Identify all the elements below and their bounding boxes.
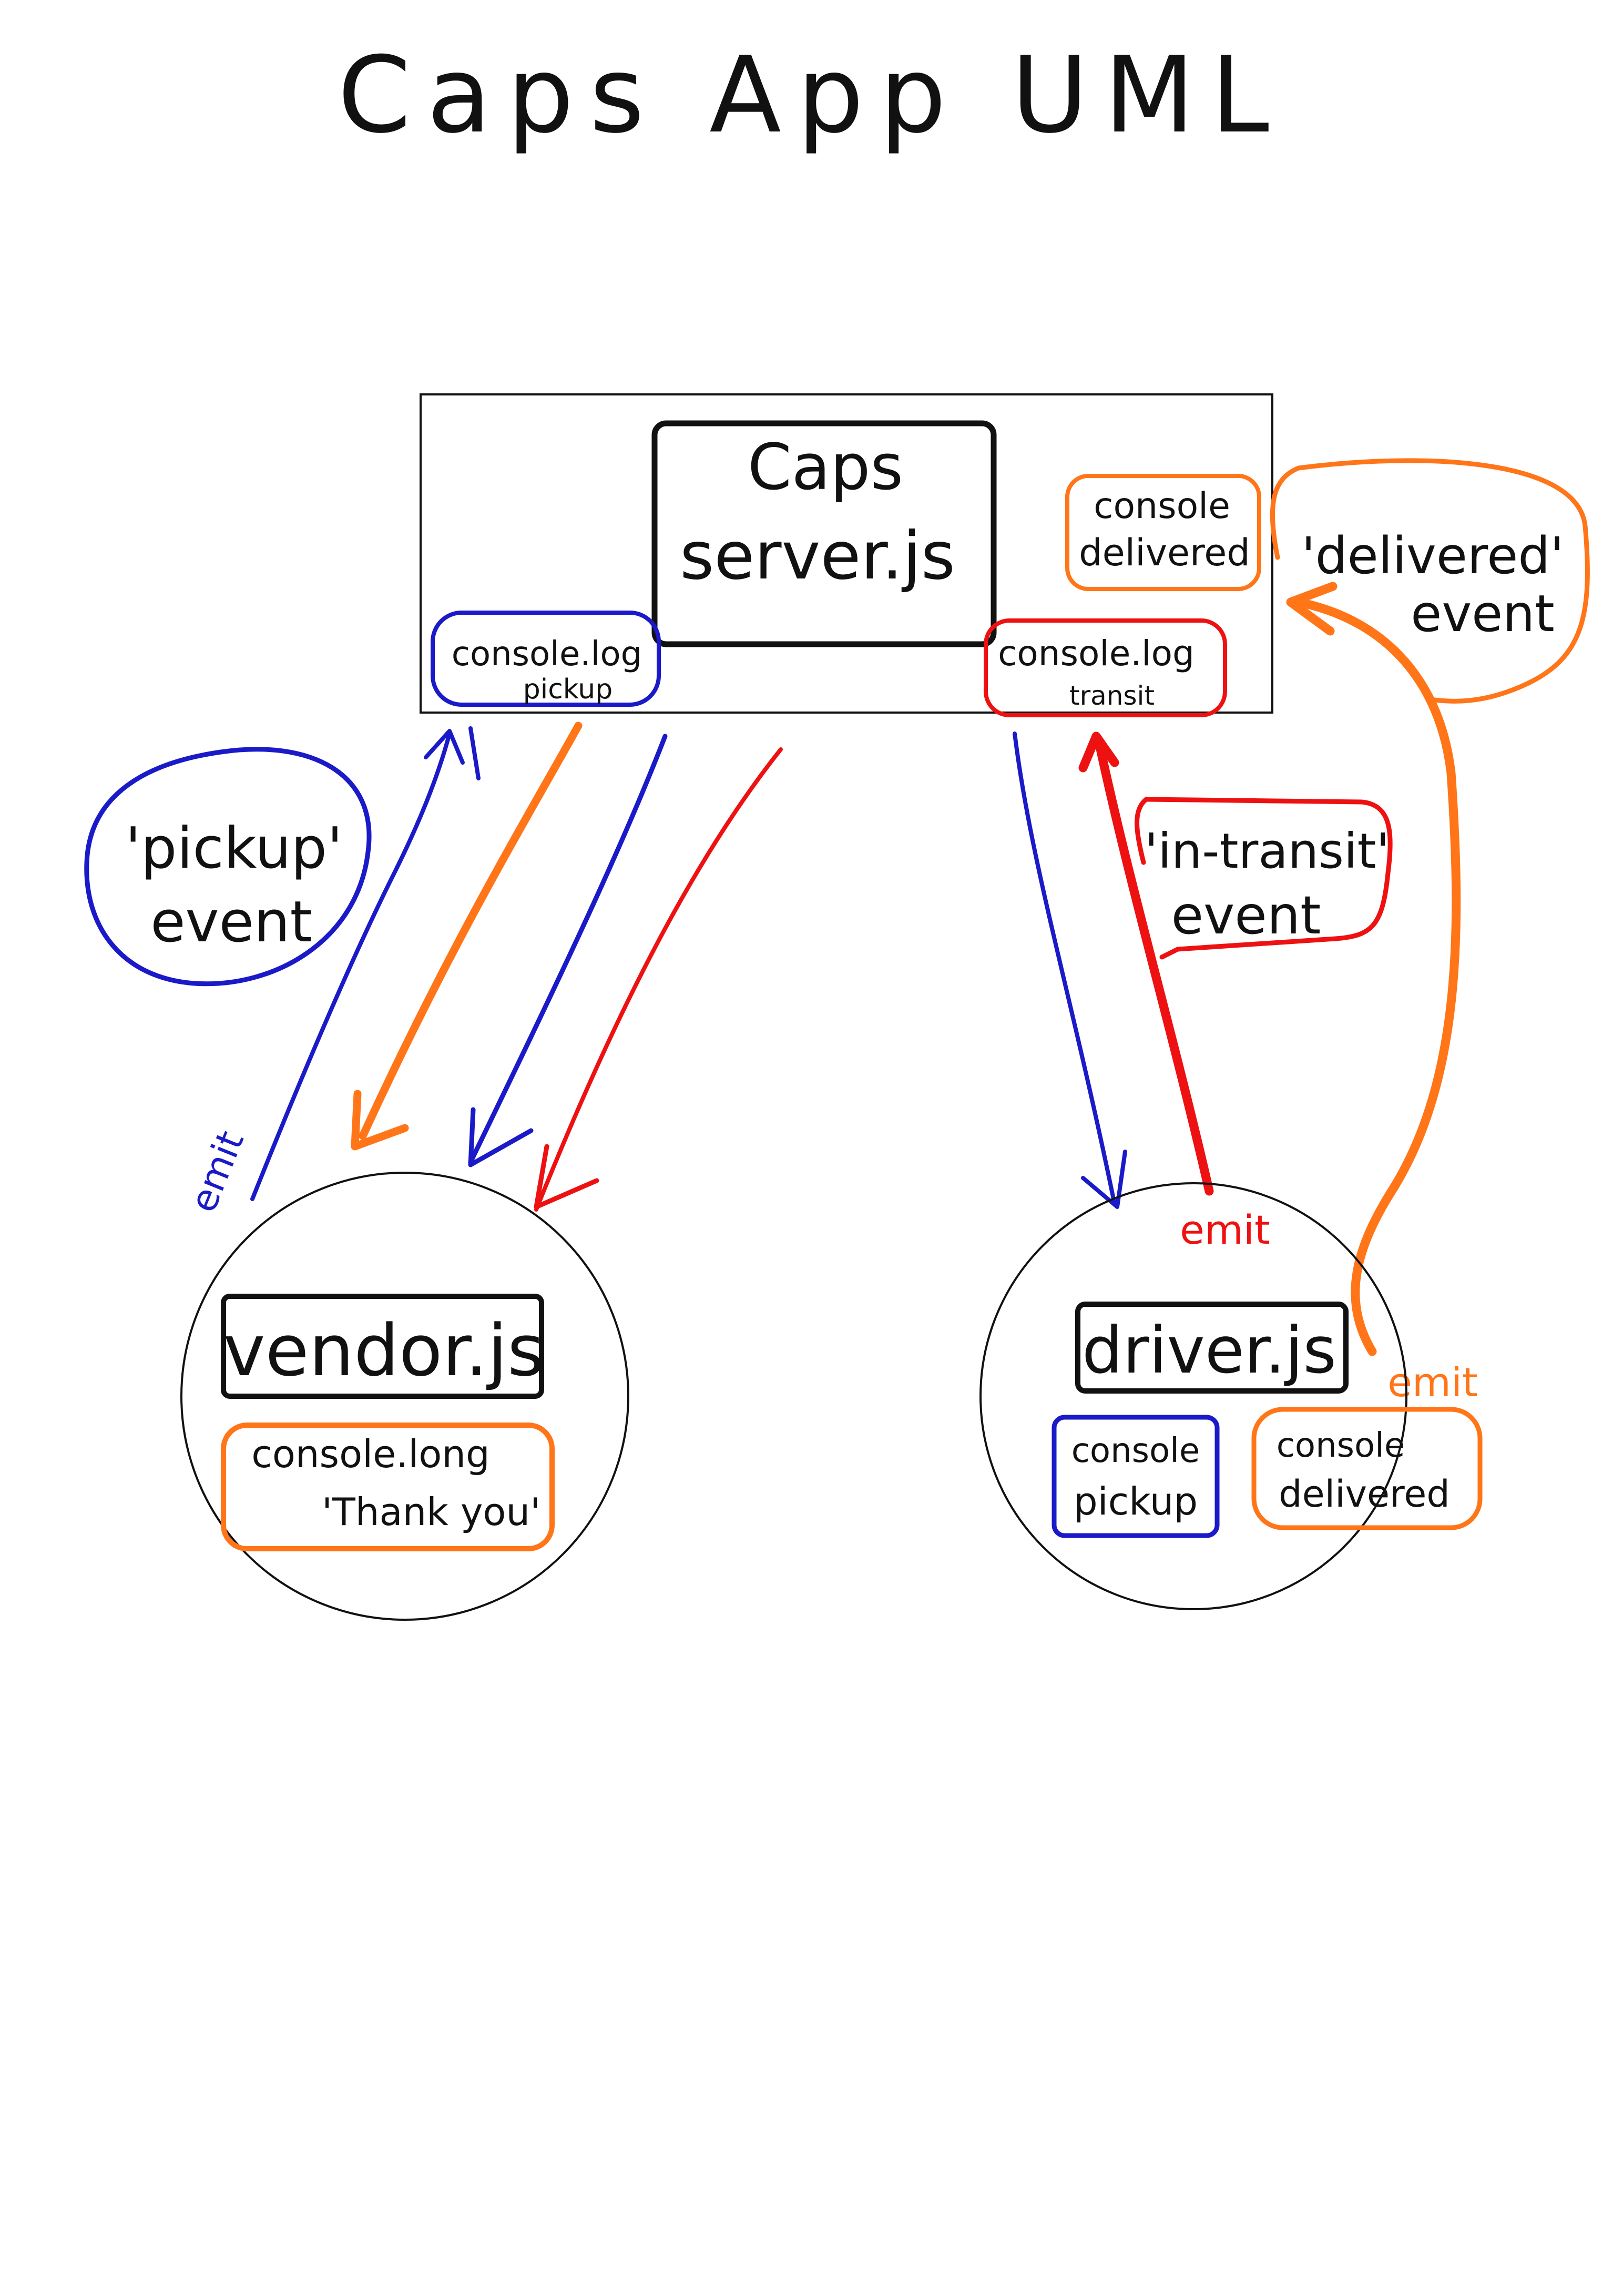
vendor-emit-label: emit [181, 1125, 252, 1218]
server-note-pickup [431, 611, 661, 707]
pickup-event-line1: 'pickup' [125, 816, 343, 881]
arrow-vendor-emit-pickup-head2 [468, 726, 481, 780]
arrow-vendor-emit-pickup-head [424, 729, 465, 765]
arrow-driver-emit-delivered-head [1286, 582, 1338, 636]
driver-note-delivered [1251, 1407, 1483, 1530]
delivered-event-bubble [1270, 458, 1590, 704]
server-note-delivered [1065, 474, 1261, 591]
vendor-name: vendor.js [223, 1309, 545, 1392]
vendor-name-box [221, 1294, 544, 1399]
server-note-pickup-line2: pickup [523, 674, 613, 705]
server-name-box [651, 420, 997, 647]
driver-emit-label-orange: emit [1387, 1359, 1478, 1406]
arrow-server-to-vendor-blue-head [468, 1107, 534, 1167]
driver-name: driver.js [1082, 1313, 1336, 1388]
in-transit-event-bubble [1144, 797, 1393, 960]
server-name-line2: server.js [680, 518, 955, 594]
arrow-vendor-emit-pickup [250, 732, 452, 1201]
server-name-line1: Caps [748, 431, 903, 504]
arrow-server-to-vendor-red-head [534, 1144, 599, 1210]
server-note-transit [984, 618, 1227, 717]
vendor-note [221, 1423, 555, 1551]
arrow-server-to-vendor-orange [359, 722, 583, 1140]
server-note-transit-line2: transit [1069, 680, 1155, 711]
driver-name-box [1075, 1302, 1349, 1394]
driver-emit-label-red: emit [1180, 1206, 1270, 1253]
arrow-server-to-vendor-red [534, 747, 783, 1212]
arrow-driver-emit-in-transit [1094, 737, 1214, 1196]
driver-note-pickup-line2: pickup [1074, 1479, 1198, 1523]
in-transit-event-line1: 'in-transit' [1145, 823, 1390, 879]
server-note-delivered-line1: console [1094, 485, 1230, 527]
driver-note-delivered-line2: delivered [1279, 1472, 1450, 1516]
driver-note-delivered-line1: console [1277, 1426, 1405, 1465]
arrow-server-to-vendor-blue [468, 734, 668, 1165]
server-note-pickup-line1: console.log [452, 635, 642, 674]
delivered-event-line1: 'delivered' [1301, 526, 1564, 585]
arrow-server-to-driver-blue-head [1081, 1150, 1127, 1209]
server-container [420, 393, 1273, 714]
in-transit-event-line2: event [1171, 885, 1321, 946]
pickup-event-bubble [84, 747, 372, 987]
delivered-event-line2: event [1411, 584, 1554, 643]
vendor-node [180, 1172, 629, 1621]
diagram-title: Caps App UML [338, 34, 1285, 157]
driver-note-pickup-line1: console [1071, 1431, 1200, 1470]
arrow-server-to-driver-blue [1013, 732, 1117, 1206]
arrow-driver-emit-in-transit-head [1078, 732, 1119, 773]
server-note-delivered-line2: delivered [1079, 531, 1250, 574]
vendor-note-line2: 'Thank you' [322, 1490, 540, 1534]
arrow-server-to-vendor-orange-head [351, 1090, 409, 1151]
in-transit-event-bubble-left [1135, 797, 1149, 865]
server-note-transit-line1: console.log [998, 633, 1195, 674]
driver-note-pickup [1052, 1415, 1220, 1538]
driver-node [979, 1182, 1407, 1610]
arrow-driver-emit-delivered [1294, 597, 1461, 1356]
pickup-event-line2: event [150, 889, 312, 955]
vendor-note-line1: console.long [251, 1432, 489, 1476]
